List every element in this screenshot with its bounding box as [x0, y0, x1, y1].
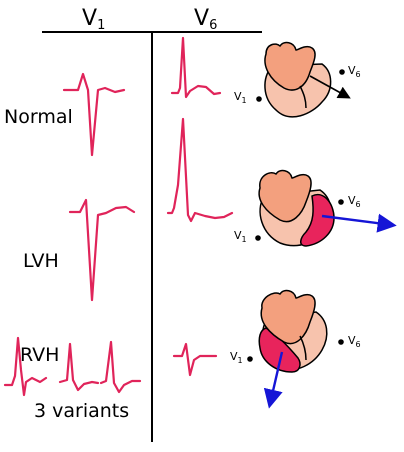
- electrode-label-v6-lvh: V6: [348, 194, 361, 209]
- heart-lvh-atria: [258, 169, 312, 223]
- electrode-label-v1-lvh: V1: [234, 229, 247, 244]
- rvh-v1-trace-variant-2: [58, 342, 100, 392]
- normal-vector-arrow: [309, 75, 351, 99]
- v6-electrode-dot-lvh: [338, 199, 344, 205]
- electrode-label-v1-normal: V1: [234, 90, 247, 105]
- heart-normal-septum: [299, 85, 307, 109]
- v6-electrode-dot-normal: [339, 69, 345, 75]
- column-header-v6: V6: [194, 6, 218, 33]
- heart-normal-atria: [264, 41, 316, 91]
- normal-v6-trace: [170, 36, 222, 99]
- electrode-label-v1-rvh: V1: [230, 350, 243, 365]
- lvh-v6-trace: [166, 117, 234, 223]
- rvh-variants-note: 3 variants: [34, 400, 130, 422]
- row-label-normal: Normal: [4, 106, 73, 128]
- v1-electrode-dot-normal: [256, 96, 262, 102]
- electrode-label-v6-rvh: V6: [348, 334, 361, 349]
- v6-electrode-dot-rvh: [338, 339, 344, 345]
- heart-normal: [256, 41, 351, 118]
- column-header-v1: V1: [82, 6, 106, 33]
- rvh-v1-trace-variant-1: [3, 336, 48, 397]
- row-label-lvh: LVH: [23, 250, 59, 272]
- heart-rvh-septum: [299, 335, 307, 361]
- heart-rvh-thickened-wall: [258, 327, 301, 373]
- rvh-v6-trace: [172, 342, 218, 377]
- electrode-label-v6-normal: V6: [348, 64, 361, 79]
- heart-lvh: [255, 169, 397, 247]
- heart-lvh-thickened-wall: [300, 193, 335, 247]
- normal-v1-trace: [62, 72, 126, 157]
- heart-rvh-atria: [260, 289, 316, 345]
- v1-electrode-dot-rvh: [247, 356, 253, 362]
- heart-rvh: [247, 289, 344, 409]
- rvh-vector-arrow: [263, 351, 284, 409]
- row-label-rvh: RVH: [20, 344, 60, 366]
- lvh-v1-trace: [68, 198, 136, 302]
- v1-electrode-dot-lvh: [255, 235, 261, 241]
- lvh-vector-arrow: [321, 213, 397, 233]
- rvh-v1-trace-variant-3: [99, 340, 142, 394]
